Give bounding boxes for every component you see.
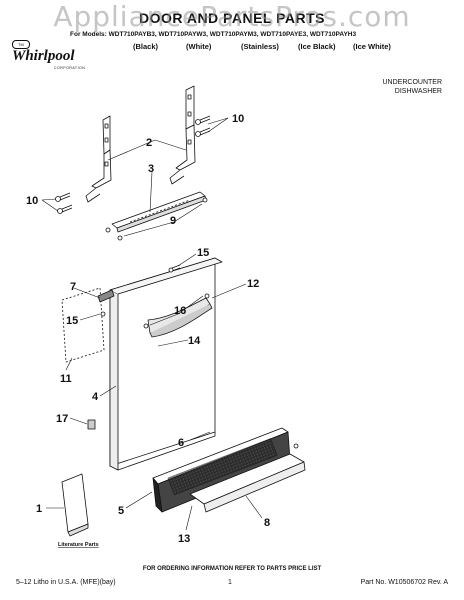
callout-8: 8: [264, 517, 270, 529]
rail-screws: [105, 197, 208, 241]
toe-panel-assembly: [152, 427, 291, 513]
page-title: DOOR AND PANEL PARTS: [138, 10, 326, 26]
clip-block: [97, 289, 115, 317]
insulation-panel: [61, 287, 105, 363]
callout-10-left: 10: [26, 195, 38, 207]
callout-13: 13: [178, 533, 190, 545]
callout-1: 1: [36, 503, 42, 515]
footer-part-number: Part No. W10506702 Rev. A: [360, 579, 448, 586]
left-side-bracket: [85, 115, 112, 203]
ordering-note: FOR ORDERING INFORMATION REFER TO PARTS …: [142, 566, 322, 572]
screws-left: [55, 192, 73, 214]
leader-lines: [41, 117, 263, 531]
right-side-bracket: [169, 85, 196, 185]
callout-5: 5: [118, 505, 124, 517]
callout-17: 17: [56, 413, 68, 425]
callout-2: 2: [146, 137, 152, 149]
model-numbers: For Models: WDT710PAYB3, WDT710PAYW3, WD…: [70, 31, 357, 38]
brand-logo: TM Whirlpool CORPORATION: [12, 40, 88, 72]
screws-right: [195, 115, 211, 137]
hinge-rail: [111, 191, 207, 233]
callout-12: 12: [247, 278, 259, 290]
footer-litho: 5–12 Litho in U.S.A. (MFE)(bay): [16, 579, 116, 586]
footer-page-number: 1: [228, 579, 232, 586]
callout-15-left: 15: [66, 315, 78, 327]
color-white: (White): [186, 42, 212, 51]
unit-type: UNDERCOUNTER DISHWASHER: [383, 78, 443, 96]
literature-parts-label: Literature Parts: [58, 542, 99, 548]
callout-7: 7: [70, 281, 76, 293]
callout-6: 6: [178, 437, 184, 449]
door-handle: [147, 297, 213, 338]
handle-screws: [143, 293, 210, 329]
screw-top: [168, 264, 181, 273]
brand-subtitle: CORPORATION: [54, 66, 86, 70]
literature-book: [61, 473, 89, 537]
outer-door-panel: [109, 257, 223, 471]
callout-14: 14: [188, 335, 201, 347]
color-black: (Black): [133, 42, 159, 51]
brand-name: Whirlpool: [12, 48, 75, 64]
unit-type-line-2: DISHWASHER: [394, 88, 442, 95]
callout-10-right: 10: [232, 113, 244, 125]
callout-3: 3: [148, 163, 154, 175]
callout-15-top: 15: [197, 247, 209, 259]
callout-9: 9: [170, 215, 176, 227]
callout-11: 11: [60, 373, 72, 385]
color-ice-white: (Ice White): [353, 42, 391, 51]
callout-16: 16: [174, 305, 186, 317]
color-ice-black: (Ice Black): [298, 42, 336, 51]
color-stainless: (Stainless): [241, 42, 279, 51]
unit-type-line-1: UNDERCOUNTER: [382, 79, 443, 86]
callout-4: 4: [92, 391, 99, 403]
toe-trim: [189, 443, 306, 513]
door-clip: [87, 419, 96, 430]
brand-badge: TM: [12, 40, 30, 49]
